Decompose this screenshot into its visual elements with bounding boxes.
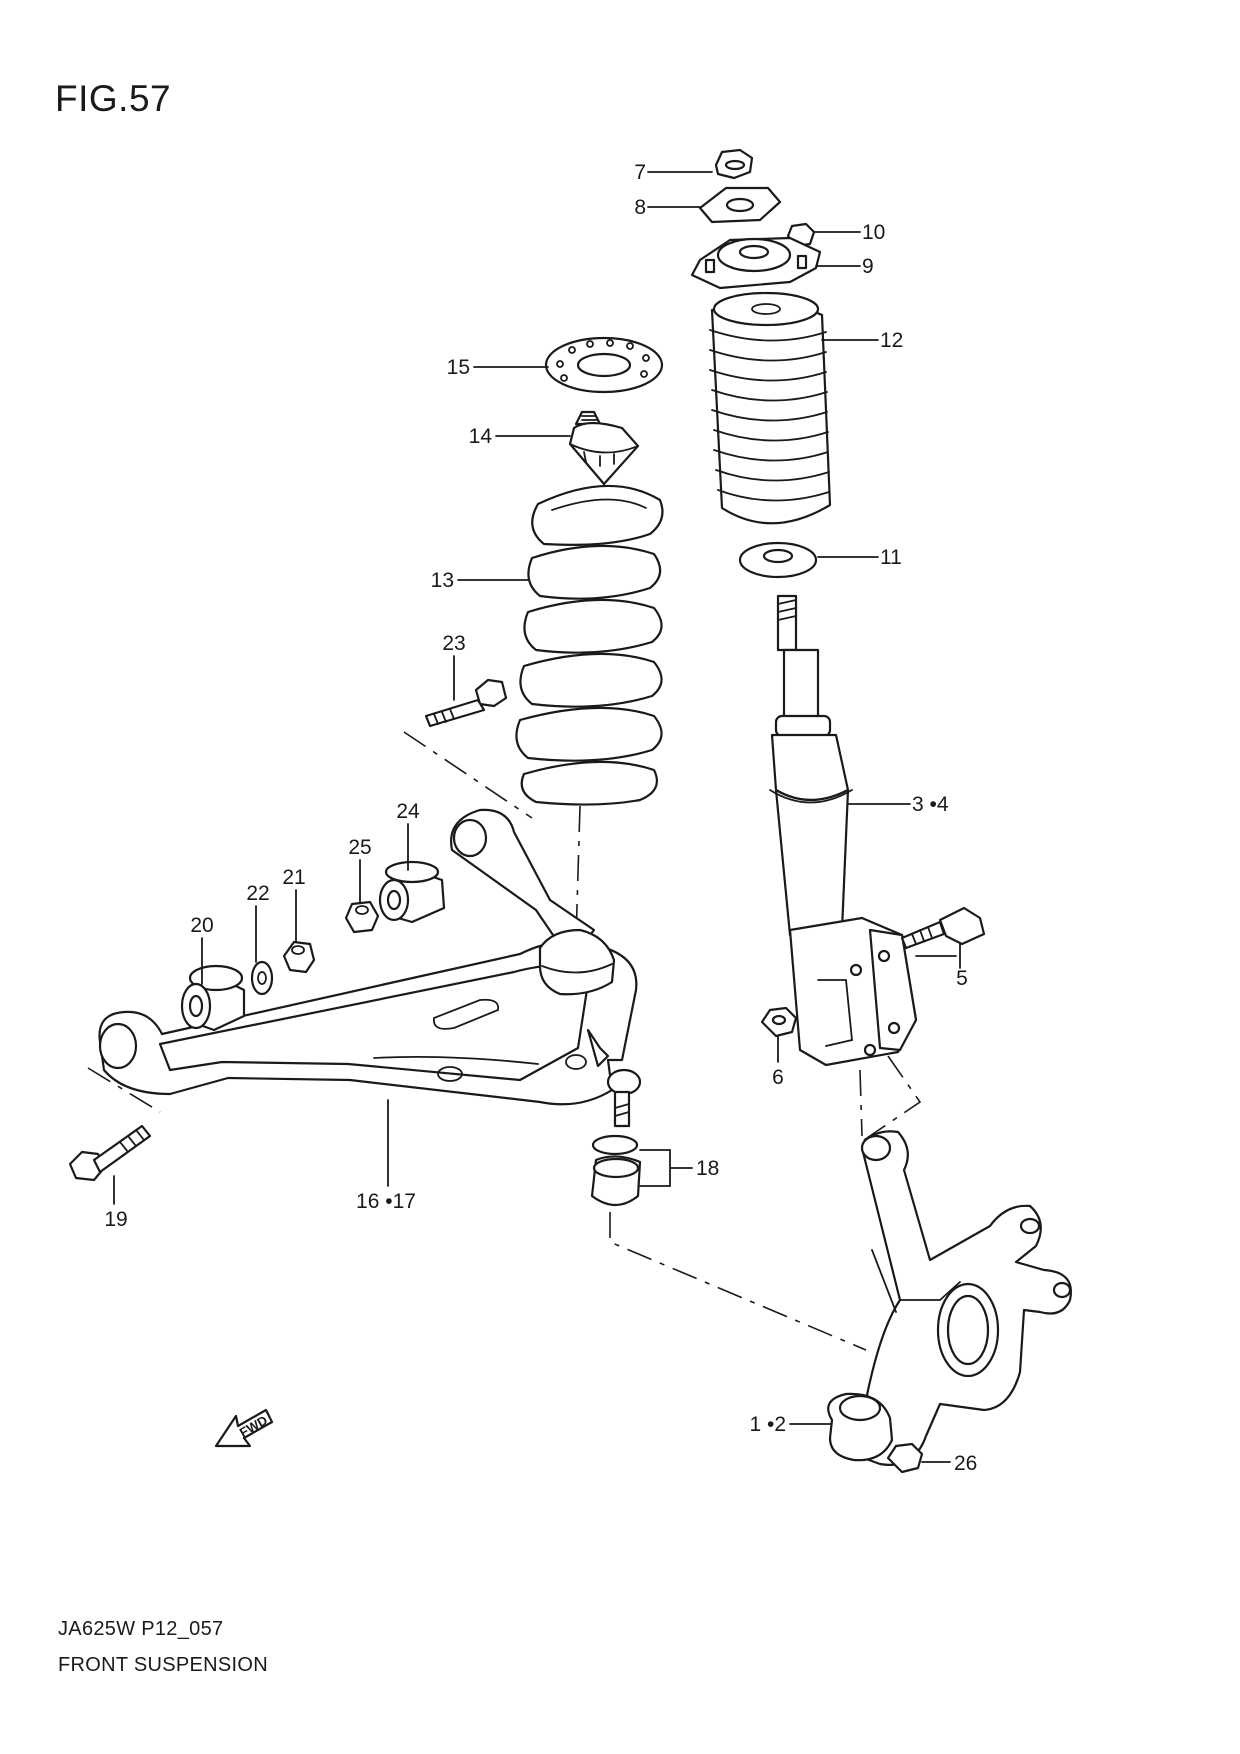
- washer-8: [647, 186, 782, 224]
- callout-11: 11: [880, 546, 902, 569]
- strut-bracket: [788, 916, 918, 1067]
- callout-3-4: 3 •4: [912, 793, 949, 816]
- spring-seat-15: [473, 336, 664, 394]
- callout-19: 19: [104, 1208, 127, 1231]
- assembly-lines: [87, 731, 922, 1351]
- nut-25: [344, 859, 380, 934]
- callout-14: 14: [469, 425, 493, 448]
- callout-18: 18: [696, 1157, 719, 1180]
- callout-22: 22: [246, 882, 269, 905]
- nut-21: [282, 889, 316, 974]
- fwd-arrow-icon: FWD: [214, 1408, 274, 1448]
- callout-20: 20: [190, 914, 213, 937]
- bolt-5: [900, 906, 986, 969]
- washer-22: [250, 905, 274, 996]
- callout-5: 5: [956, 967, 968, 990]
- callout-9: 9: [862, 255, 874, 278]
- callout-1-2: 1 •2: [749, 1413, 786, 1436]
- callout-10: 10: [862, 221, 885, 244]
- callout-21: 21: [282, 866, 305, 889]
- figure-code: JA625W P12_057: [58, 1618, 224, 1640]
- callout-25: 25: [348, 836, 371, 859]
- bolt-23: [424, 655, 508, 728]
- callout-12: 12: [880, 329, 903, 352]
- bolt-19: [68, 1124, 152, 1205]
- callout-26: 26: [954, 1452, 977, 1475]
- nut-6: [760, 1006, 798, 1063]
- callout-labels: 7 8 10 9 12 15 14 11 13 23 3 •4 24 25 21…: [104, 161, 977, 1475]
- callout-7: 7: [634, 161, 646, 184]
- callout-13: 13: [431, 569, 454, 592]
- callout-8: 8: [634, 196, 646, 219]
- callout-16-17: 16 •17: [356, 1190, 416, 1213]
- figure-title: FIG.57: [55, 78, 172, 119]
- strut-3-4: [769, 594, 911, 937]
- coil-spring-13: [457, 484, 664, 806]
- nut-7: [647, 148, 754, 180]
- ball-joint-18: [590, 1068, 693, 1207]
- dust-boot-12: [709, 291, 879, 525]
- knuckle-1-2: [789, 1130, 1073, 1466]
- callout-6: 6: [772, 1066, 784, 1089]
- figure-name: FRONT SUSPENSION: [58, 1654, 269, 1676]
- nut-26: [886, 1442, 951, 1474]
- seat-11: [738, 541, 879, 579]
- strut-mount-9: [690, 236, 861, 290]
- control-arm-16-17: [98, 808, 638, 1187]
- callout-24: 24: [396, 800, 420, 823]
- callout-23: 23: [442, 632, 465, 655]
- bushing-24: [378, 823, 446, 924]
- bushing-20: [180, 937, 246, 1032]
- callout-15: 15: [447, 356, 470, 379]
- bumper-14: [495, 410, 640, 486]
